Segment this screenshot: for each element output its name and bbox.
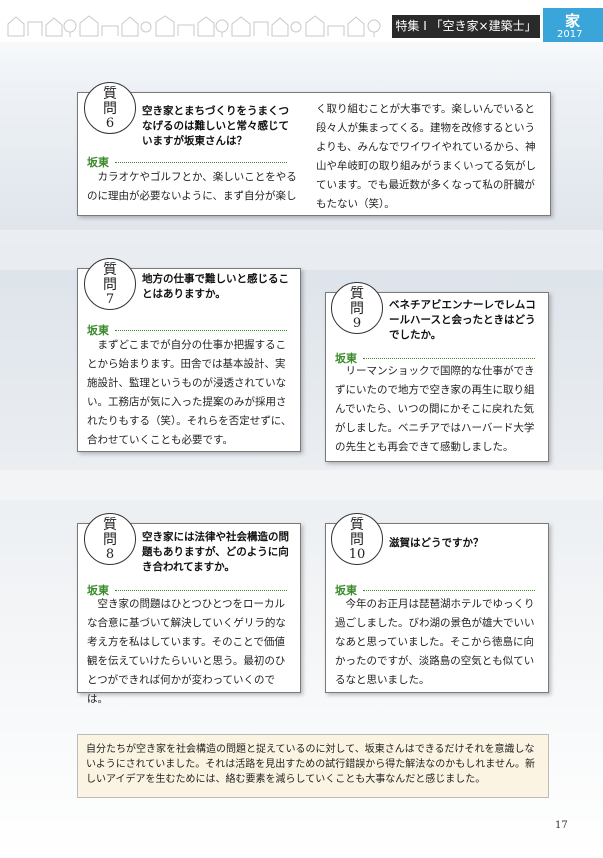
answer-text-7: まずどこまでが自分の仕事か把握することから始まります。田舎では基本設計、実施設計…	[87, 339, 292, 446]
question-number: 7	[105, 292, 115, 307]
page-number: 17	[555, 820, 568, 831]
year-badge: 家 2017	[543, 8, 603, 42]
question-badge-7: 質 問 7	[84, 258, 136, 310]
speaker-label: 坂東	[87, 156, 109, 169]
question-number: 9	[352, 316, 362, 331]
answer-text-8: 空き家の問題はひとつひとつをローカルな合意に基づいて解決していくゲリラ的な考え方…	[87, 598, 286, 705]
answer-text-9: リーマンショックで国際的な仕事ができずにいたので地方で空き家の再生に取り組んでい…	[335, 365, 535, 453]
summary-box: 自分たちが空き家を社会構造の問題と捉えているのに対して、坂東さんはできるだけそれ…	[77, 734, 549, 798]
question-text-10: 滋賀はどうですか？	[389, 537, 484, 549]
house-mark-icon: 家	[565, 12, 581, 30]
question-text-9: ベネチアビエンナーレでレムコールハースと会ったときはどうでしたか。	[389, 299, 536, 341]
question-badge-8: 質 問 8	[84, 513, 136, 565]
section-title: 特集 I 「空き家×建築士」	[392, 15, 540, 38]
speaker-divider	[115, 590, 287, 591]
page-header: 特集 I 「空き家×建築士」 家 2017	[0, 0, 603, 42]
question-badge-10: 質 問 10	[331, 513, 383, 565]
answer-text-6-right: く取り組むことが大事です。楽しいんでいると段々人が集まってくる。建物を改修すると…	[316, 103, 536, 210]
speaker-label: 坂東	[335, 584, 357, 597]
speaker-divider	[115, 330, 287, 331]
answer-text-10: 今年のお正月は琵琶湖ホテルでゆっくり過ごしました。びわ湖の景色が雄大でいいなあと…	[335, 598, 535, 686]
question-badge-6: 質 問 6	[84, 82, 136, 134]
qa-card-6	[77, 92, 551, 216]
question-text-8: 空き家には法律や社会構造の問題もありますが、どのように向き合われてますか。	[142, 531, 289, 573]
background-band	[0, 470, 603, 500]
speaker-label: 坂東	[87, 324, 109, 337]
speaker-divider	[115, 162, 287, 163]
speaker-label: 坂東	[335, 352, 357, 365]
speaker-label: 坂東	[87, 584, 109, 597]
question-number: 6	[105, 116, 115, 131]
speaker-divider	[363, 358, 535, 359]
question-number: 8	[105, 547, 115, 562]
question-text-6: 空き家とまちづくりをうまくつなげるのは難しいと常々感じていますが坂東さんは？	[142, 105, 289, 147]
year-label: 2017	[557, 29, 583, 40]
speaker-divider	[363, 590, 535, 591]
question-badge-9: 質 問 9	[331, 282, 383, 334]
answer-text-6-left: カラオケやゴルフとか、楽しいことをやるのに理由が必要ないように、まず自分が楽し	[87, 171, 297, 202]
house-row-illustration	[7, 15, 381, 37]
summary-text: 自分たちが空き家を社会構造の問題と捉えているのに対して、坂東さんはできるだけそれ…	[86, 744, 535, 785]
question-text-7: 地方の仕事で難しいと感じることはありますか。	[142, 273, 289, 300]
question-number: 10	[348, 547, 366, 562]
